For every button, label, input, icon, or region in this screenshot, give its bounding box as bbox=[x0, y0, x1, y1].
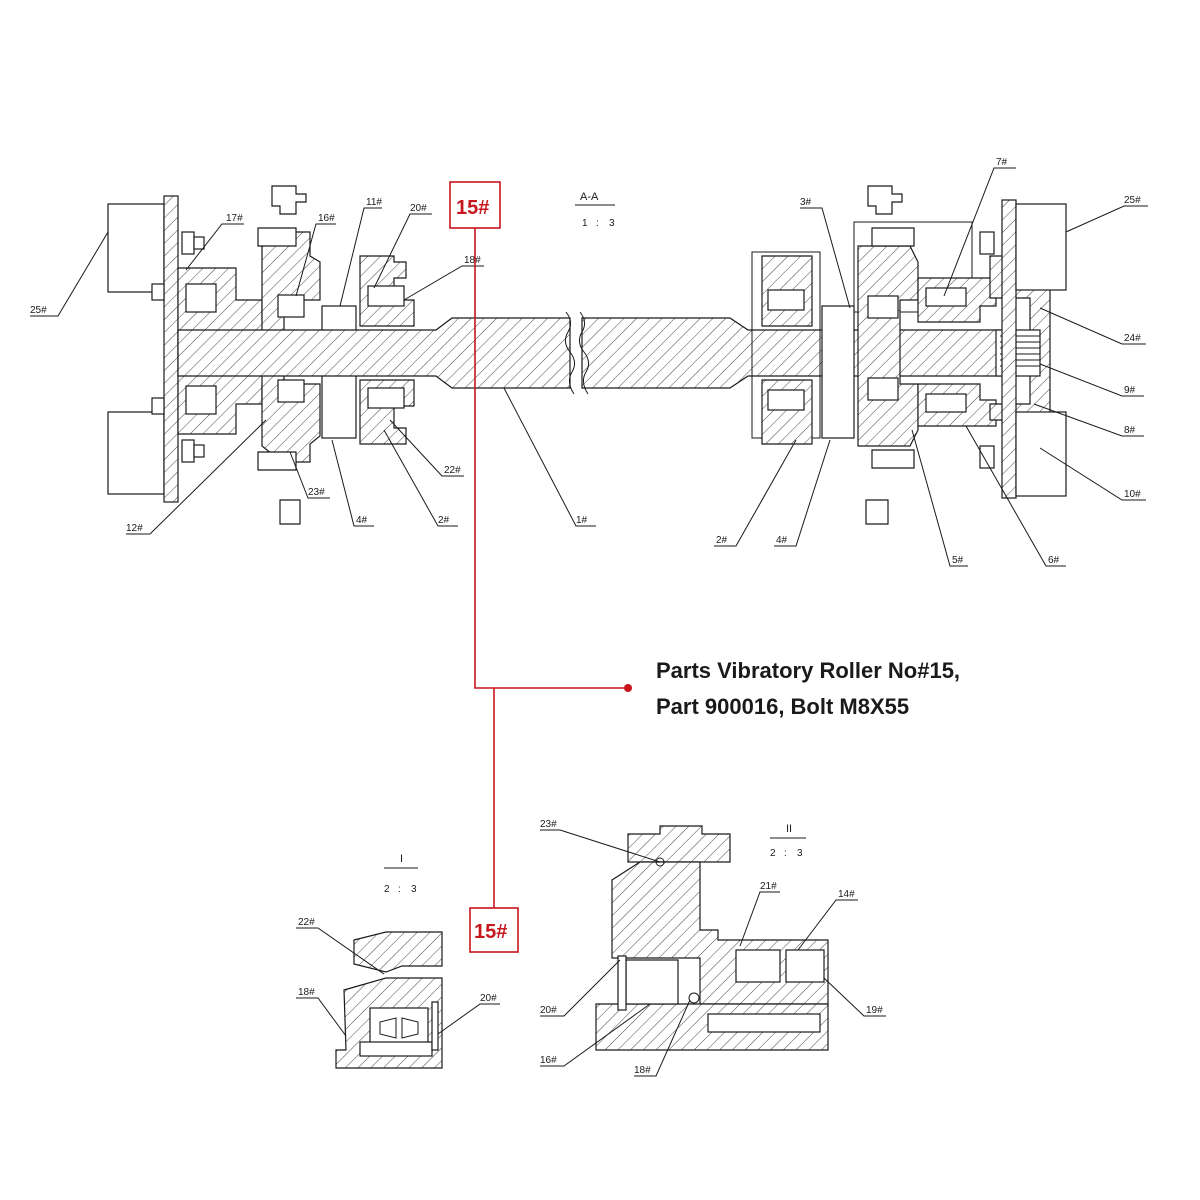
left-flange-plate bbox=[163, 195, 179, 503]
detail-1-label-22: 22# bbox=[298, 917, 315, 928]
detail-2-scale-left: 2 bbox=[770, 848, 776, 859]
detail-2-label-14: 14# bbox=[838, 889, 855, 900]
label-12: 12# bbox=[126, 523, 143, 534]
detail-2-label-18: 18# bbox=[634, 1065, 651, 1076]
left-weight-lower bbox=[107, 411, 165, 495]
label-10: 10# bbox=[1124, 489, 1141, 500]
detail-2-label-20: 20# bbox=[540, 1005, 557, 1016]
detail-view-ii: II 2 : 3 23# 21# 14# 20# 19# 16# 18# bbox=[540, 819, 886, 1077]
section-scale-left: 1 bbox=[582, 218, 588, 229]
label-25-right: 25# bbox=[1124, 195, 1141, 206]
detail-2-clamp bbox=[627, 825, 731, 863]
detail-1-cap bbox=[353, 931, 443, 973]
detail-1-label-18: 18# bbox=[298, 987, 315, 998]
label-9: 9# bbox=[1124, 385, 1136, 396]
detail-1-scale-sep: : bbox=[398, 884, 401, 895]
label-7: 7# bbox=[996, 157, 1008, 168]
label-4-left: 4# bbox=[356, 515, 368, 526]
callout-box-bottom bbox=[469, 907, 519, 953]
detail-2-label-21: 21# bbox=[760, 881, 777, 892]
detail-2-title: II bbox=[786, 823, 792, 835]
detail-2-label-19: 19# bbox=[866, 1005, 883, 1016]
detail-view-i: I 2 : 3 22# 18# 20# bbox=[296, 853, 500, 1069]
label-6: 6# bbox=[1048, 555, 1060, 566]
label-11: 11# bbox=[366, 197, 382, 208]
main-view-callouts: 25# 17# 16# 11# 20# 18# 22# 23# 4# 2# 1#… bbox=[30, 157, 1148, 567]
detail-2-label-16: 16# bbox=[540, 1055, 557, 1066]
detail-2-label-23: 23# bbox=[540, 819, 557, 830]
detail-2-bearing-left bbox=[625, 959, 679, 1005]
callout-note-line-1: Parts Vibratory Roller No#15, bbox=[656, 658, 960, 683]
label-23: 23# bbox=[308, 487, 325, 498]
callout-label-top: 15# bbox=[456, 197, 489, 219]
section-title: A-A bbox=[580, 191, 599, 203]
label-24: 24# bbox=[1124, 333, 1141, 344]
label-17: 17# bbox=[226, 213, 243, 224]
detail-2-bearing-mid bbox=[735, 949, 781, 983]
right-weight-upper bbox=[1015, 203, 1067, 291]
label-25-left: 25# bbox=[30, 305, 47, 316]
label-1: 1# bbox=[576, 515, 588, 526]
label-3: 3# bbox=[800, 197, 812, 208]
label-2-right: 2# bbox=[716, 535, 728, 546]
label-4-right: 4# bbox=[776, 535, 788, 546]
callout-label-bottom: 15# bbox=[474, 921, 507, 943]
section-scale-sep: : bbox=[596, 218, 599, 229]
label-22: 22# bbox=[444, 465, 461, 476]
detail-1-scale-left: 2 bbox=[384, 884, 390, 895]
section-scale-right: 3 bbox=[609, 218, 615, 229]
detail-2-scale-right: 3 bbox=[797, 848, 803, 859]
shaft-right bbox=[581, 317, 1001, 389]
detail-1-scale-right: 3 bbox=[411, 884, 417, 895]
right-spacer bbox=[821, 305, 855, 439]
detail-1-label-20: 20# bbox=[480, 993, 497, 1004]
label-2-left: 2# bbox=[438, 515, 450, 526]
callout-dot bbox=[624, 684, 632, 692]
label-16: 16# bbox=[318, 213, 335, 224]
shaft-left bbox=[177, 317, 571, 389]
label-18: 18# bbox=[464, 255, 481, 266]
right-weight-lower bbox=[1015, 411, 1067, 497]
label-8: 8# bbox=[1124, 425, 1136, 436]
detail-2-scale-sep: : bbox=[784, 848, 787, 859]
left-weight-upper bbox=[107, 203, 165, 293]
detail-1-title: I bbox=[400, 853, 403, 865]
label-20: 20# bbox=[410, 203, 427, 214]
right-flange-plate bbox=[1001, 199, 1017, 499]
label-5: 5# bbox=[952, 555, 964, 566]
main-section-view: A-A 1 : 3 bbox=[107, 185, 1067, 525]
callout-note-line-2: Part 900016, Bolt M8X55 bbox=[656, 694, 909, 719]
red-callout: 15# 15# Parts Vibratory Roller No#15, Pa… bbox=[449, 181, 960, 953]
detail-2-bearing-right bbox=[785, 949, 825, 983]
